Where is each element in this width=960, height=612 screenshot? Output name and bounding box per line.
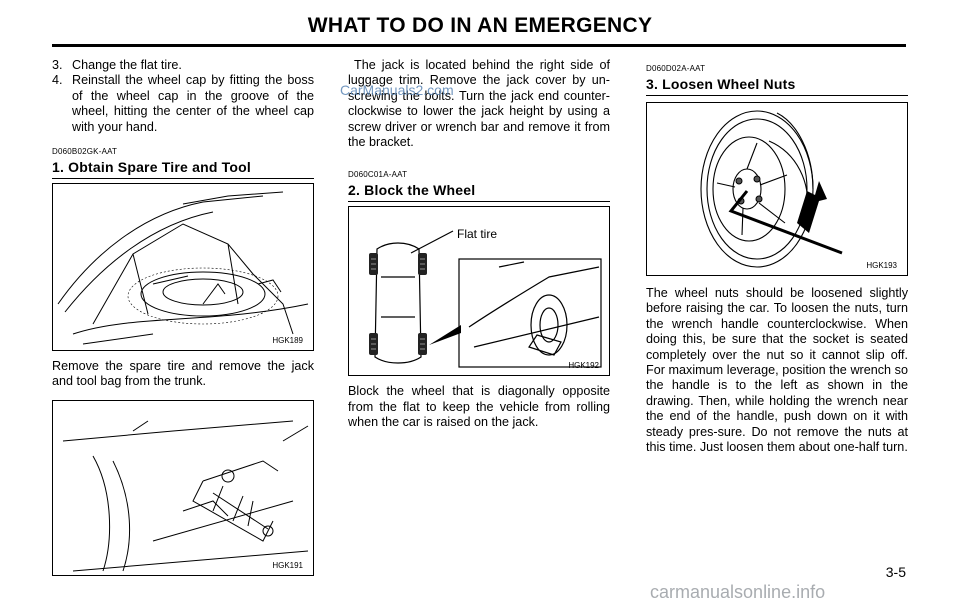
- section-title: 2. Block the Wheel: [348, 182, 476, 199]
- section-title: 3. Loosen Wheel Nuts: [646, 76, 796, 92]
- figure-label: HGK191: [272, 560, 303, 570]
- step-4: 4. Reinstall the wheel cap by fitting th…: [52, 73, 314, 135]
- step-number: 3.: [52, 58, 63, 72]
- section-rule: [646, 95, 908, 96]
- column-1: 3. Change the flat tire. 4. Reinstall th…: [52, 58, 314, 576]
- jack-drawing: [62, 420, 309, 572]
- column-2: The jack is located behind the right sid…: [348, 58, 610, 431]
- figure-label: HGK192: [568, 361, 599, 371]
- jack-location-text: The jack is located behind the right sid…: [348, 58, 610, 150]
- wheel-nut-drawing: [700, 110, 843, 268]
- figure-label: HGK193: [866, 261, 897, 270]
- wheel-nut-illustration: HGK193: [646, 102, 908, 276]
- step-3: 3. Change the flat tire.: [52, 58, 314, 73]
- section-code: D060C01A-AAT: [348, 170, 408, 180]
- title-rule: [52, 44, 906, 47]
- trunk-illustration: HGK189: [52, 183, 314, 352]
- section-code: D060D02A-AAT: [646, 64, 706, 73]
- column-3: D060D02A-AAT 3. Loosen Wheel Nuts HG: [646, 58, 908, 455]
- section-rule: [52, 178, 314, 180]
- spare-tire-text: Remove the spare tire and remove the jac…: [52, 359, 314, 389]
- section-title: 1. Obtain Spare Tire and Tool: [52, 159, 251, 176]
- section-code: D060B02GK-AAT: [52, 147, 118, 157]
- flat-tire-callout: Flat tire: [457, 227, 498, 242]
- step-text: Reinstall the wheel cap by fitting the b…: [72, 73, 314, 134]
- block-wheel-illustration: Flat tire HGK192: [348, 206, 610, 377]
- block-wheel-text: Block the wheel that is diagonally oppos…: [348, 384, 610, 430]
- jack-illustration: HGK191: [52, 399, 314, 576]
- page-number: 3-5: [885, 564, 906, 580]
- page-title: WHAT TO DO IN AN EMERGENCY: [307, 14, 653, 37]
- trunk-drawing: [57, 191, 309, 345]
- step-text: Change the flat tire.: [72, 58, 182, 72]
- figure-label: HGK189: [272, 336, 303, 346]
- section-rule: [348, 201, 610, 203]
- block-wheel-drawing: [369, 230, 602, 369]
- watermark-bottom: carmanualsonline.info: [650, 582, 826, 602]
- step-number: 4.: [52, 73, 63, 88]
- loosen-nuts-text: The wheel nuts should be loosened slight…: [646, 286, 908, 455]
- watermark-top: CarManuals2.com: [340, 82, 454, 98]
